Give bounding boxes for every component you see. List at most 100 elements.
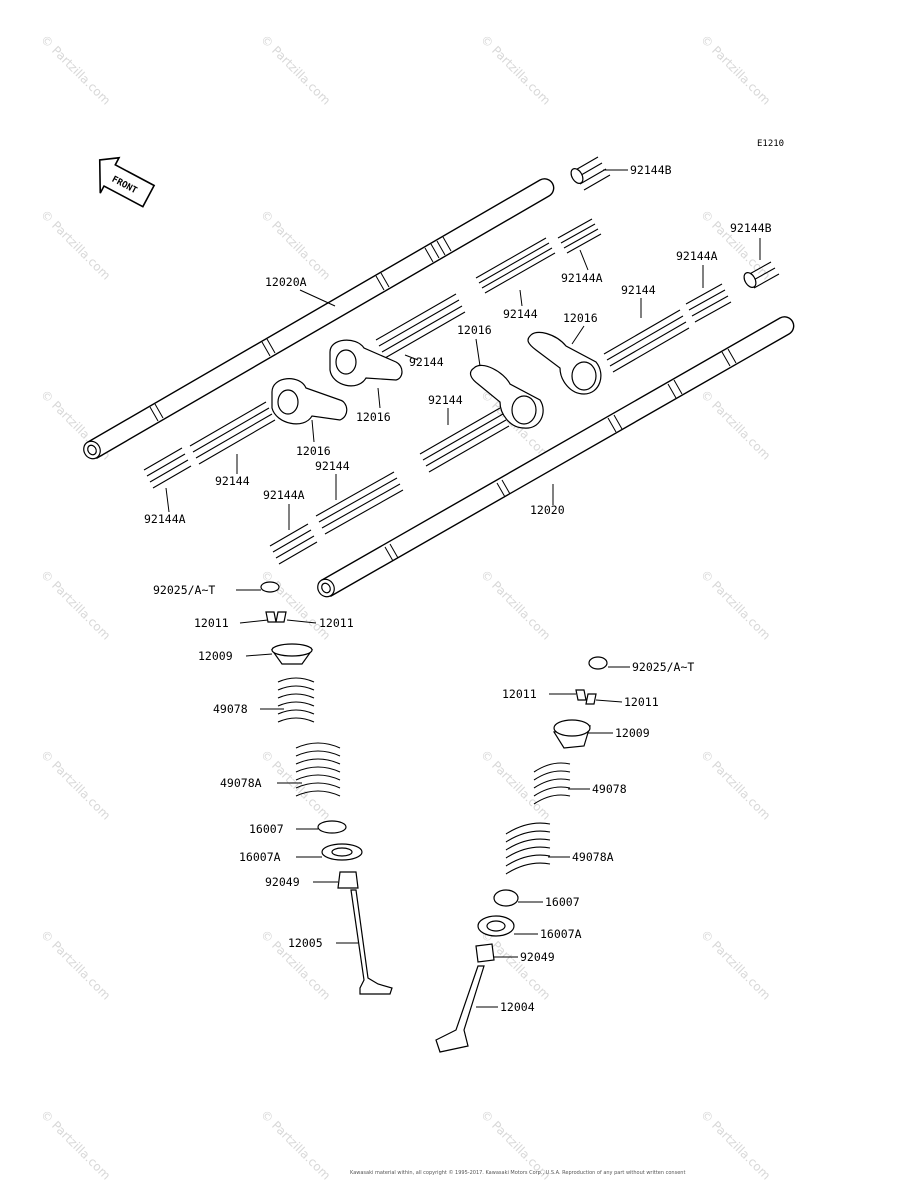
label-12011-c[interactable]: 12011 [502, 687, 537, 701]
spring-92144-upper-mid [375, 293, 466, 359]
part-labels: 92144B 92144B 12020A 92144A 92144A 92144… [144, 163, 772, 1014]
spring-92144A-right [685, 283, 732, 323]
watermark: © Partzilla.com [698, 387, 773, 462]
label-92049-left[interactable]: 92049 [265, 875, 300, 889]
watermark: © Partzilla.com [258, 1107, 333, 1182]
spring-92144-lower-left [315, 471, 404, 535]
valve-12004 [435, 965, 485, 1053]
spring-92144-left [189, 401, 276, 465]
watermark: © Partzilla.com [698, 207, 773, 282]
seal-92049-left [337, 871, 359, 889]
watermark: © Partzilla.com [698, 747, 773, 822]
watermark: © Partzilla.com [478, 567, 553, 642]
label-12004[interactable]: 12004 [500, 1000, 535, 1014]
rocker-arm-12016-right [527, 331, 602, 395]
watermark: © Partzilla.com [258, 32, 333, 107]
shim-92025-left [260, 581, 280, 593]
label-12016-top[interactable]: 12016 [457, 323, 492, 337]
spring-49078-left [277, 677, 315, 723]
spring-49078A-right [505, 822, 551, 875]
label-92144-midleft[interactable]: 92144 [409, 355, 444, 369]
watermark: © Partzilla.com [38, 207, 113, 282]
label-92144A-left2[interactable]: 92144A [263, 488, 305, 502]
valve-12005 [350, 889, 393, 995]
watermark: © Partzilla.com [258, 747, 333, 822]
watermark: © Partzilla.com [38, 927, 113, 1002]
label-92144-center2[interactable]: 92144 [428, 393, 463, 407]
leader-lines [165, 169, 761, 1008]
valve-assembly-left [260, 581, 393, 995]
label-92144A-mid[interactable]: 92144A [561, 271, 603, 285]
copyright-text: Kawasaki material within, all copyright … [350, 1169, 685, 1176]
watermark: © Partzilla.com [38, 747, 113, 822]
watermark: © Partzilla.com [478, 747, 553, 822]
label-92144-left2[interactable]: 92144 [315, 459, 350, 473]
seat-16007-left [317, 820, 347, 834]
label-16007-left[interactable]: 16007 [249, 822, 284, 836]
watermark: © Partzilla.com [698, 927, 773, 1002]
watermark: © Partzilla.com [258, 567, 333, 642]
label-49078A-right[interactable]: 49078A [572, 850, 614, 864]
spring-92144-right [603, 309, 690, 373]
watermark: © Partzilla.com [698, 32, 773, 107]
label-12005[interactable]: 12005 [288, 936, 323, 950]
spring-49078-right [533, 762, 571, 805]
label-92025-right[interactable]: 92025/A~T [632, 660, 694, 674]
spring-92144A-top [557, 218, 602, 254]
spring-92144B-right [743, 261, 780, 289]
label-12009-left[interactable]: 12009 [198, 649, 233, 663]
label-49078-right[interactable]: 49078 [592, 782, 627, 796]
spring-92144-top-center [475, 237, 556, 294]
diagram-code: E1210 [757, 139, 784, 149]
spring-49078A-left [295, 742, 341, 797]
label-12020A[interactable]: 12020A [265, 275, 307, 289]
shim-92025-right [588, 656, 608, 670]
spring-92144A-lower-left [269, 523, 318, 565]
rocker-arm-12016-left [271, 378, 348, 425]
spring-92144A-left [143, 447, 192, 489]
spring-92144-lower-center [419, 407, 510, 473]
watermark: © Partzilla.com [258, 207, 333, 282]
label-16007-right[interactable]: 16007 [545, 895, 580, 909]
label-49078-left[interactable]: 49078 [213, 702, 248, 716]
watermark-layer: © Partzilla.com © Partzilla.com © Partzi… [38, 32, 773, 1182]
label-92144A-right[interactable]: 92144A [676, 249, 718, 263]
label-16007A-right[interactable]: 16007A [540, 927, 582, 941]
valve-assembly-right [435, 656, 608, 1053]
rocker-arm-12016-center [469, 364, 544, 429]
label-92144-center[interactable]: 92144 [503, 307, 538, 321]
watermark: © Partzilla.com [478, 32, 553, 107]
label-12020[interactable]: 12020 [530, 503, 565, 517]
front-arrow-icon: FRONT [98, 156, 156, 208]
label-12011-b[interactable]: 12011 [319, 616, 354, 630]
label-92144B-right[interactable]: 92144B [730, 221, 772, 235]
label-12016-mid[interactable]: 12016 [356, 410, 391, 424]
cotter-12011-right [575, 689, 597, 705]
cotter-12011-left [265, 611, 287, 623]
label-92144-left[interactable]: 92144 [215, 474, 250, 488]
label-12011-d[interactable]: 12011 [624, 695, 659, 709]
label-92025-left[interactable]: 92025/A~T [153, 583, 215, 597]
rocker-shaft-12020 [317, 316, 795, 598]
label-12016-right[interactable]: 12016 [563, 311, 598, 325]
label-12011-a[interactable]: 12011 [194, 616, 229, 630]
label-92144-right[interactable]: 92144 [621, 283, 656, 297]
label-12016-left[interactable]: 12016 [296, 444, 331, 458]
label-49078A-left[interactable]: 49078A [220, 776, 262, 790]
watermark: © Partzilla.com [698, 1107, 773, 1182]
label-12009-right[interactable]: 12009 [615, 726, 650, 740]
seal-92049-right [475, 943, 495, 963]
rocker-shaft-12020A [83, 178, 555, 460]
label-92144A-left[interactable]: 92144A [144, 512, 186, 526]
spring-92144B-top [570, 156, 611, 191]
label-92049-right[interactable]: 92049 [520, 950, 555, 964]
watermark: © Partzilla.com [698, 567, 773, 642]
watermark: © Partzilla.com [38, 1107, 113, 1182]
watermark: © Partzilla.com [38, 567, 113, 642]
watermark: © Partzilla.com [38, 32, 113, 107]
rocker-arm-12016-mid [329, 339, 403, 387]
label-92144B-top[interactable]: 92144B [630, 163, 672, 177]
seat-16007-right [493, 889, 519, 907]
label-16007A-left[interactable]: 16007A [239, 850, 281, 864]
